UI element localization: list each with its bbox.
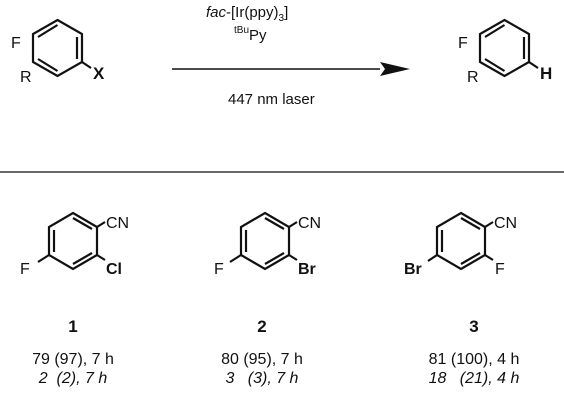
compound-3-number: 3: [469, 317, 478, 336]
compound-2-inner-bond: [264, 217, 285, 230]
additive-base: Py: [249, 27, 267, 44]
compound-1-ring: [47, 211, 99, 271]
compound-3-ortho-label: F: [495, 261, 505, 278]
compound-3-para-label: Br: [404, 261, 422, 278]
catalyst-close: ]: [284, 4, 288, 21]
reactant-inner-bond: [37, 58, 59, 72]
reactant-inner-bond: [37, 24, 59, 38]
compound-2-bond-cn: [288, 221, 298, 228]
reaction-arrow-head: [380, 62, 410, 76]
product-benzene-ring: [478, 18, 531, 78]
product-h-label: H: [540, 64, 552, 83]
compound-1-bond-cn: [96, 221, 106, 228]
additive-label: tBuPy: [234, 25, 267, 44]
catalyst-prefix: fac: [206, 4, 227, 21]
catalyst-body: -[Ir(ppy): [226, 4, 279, 21]
compound-3-bond-ortho: [484, 254, 494, 261]
compound-2-inner-bond: [264, 252, 285, 265]
compound-2-yield-control: 3 (3), 7 h: [226, 370, 299, 387]
compound-2-nitrile-label: CN: [298, 215, 321, 232]
compound-1-inner-bond: [72, 252, 93, 265]
compound-1-para-label: F: [20, 261, 30, 278]
compound-3-ring: [435, 211, 487, 271]
additive-superscript: tBu: [234, 25, 249, 36]
product-bond-to-h: [528, 61, 539, 69]
reactant-x-label: X: [93, 64, 105, 83]
compound-1-number: 1: [68, 317, 77, 336]
reactant-structure: [31, 18, 92, 78]
compound-3-structure: [427, 211, 494, 271]
compound-1-bond-ortho: [96, 254, 106, 261]
compound-3-yield-control: 18 (21), 4 h: [429, 370, 520, 387]
compound-2-structure: [229, 211, 298, 271]
compound-2-bond-ortho: [288, 254, 298, 261]
reactant-f-label: F: [11, 35, 21, 52]
compound-1-yield-main: 79 (97), 7 h: [32, 351, 114, 368]
compound-1-nitrile-label: CN: [106, 215, 129, 232]
compound-2-ring: [239, 211, 291, 271]
compound-2-number: 2: [257, 317, 266, 336]
product-inner-bond: [484, 58, 506, 72]
reactant-bond-to-x: [81, 61, 92, 69]
compound-2-yield-main: 80 (95), 7 h: [221, 351, 303, 368]
compound-1-ortho-label: Cl: [106, 261, 122, 278]
product-inner-bond: [484, 24, 506, 38]
compound-1-structure: [37, 211, 106, 271]
light-source-label: 447 nm laser: [228, 91, 315, 108]
compound-3-inner-bond: [460, 252, 481, 265]
product-structure: [478, 18, 539, 78]
compound-3-bond-para: [427, 254, 438, 262]
compound-3-nitrile-label: CN: [494, 215, 517, 232]
compound-1-yield-control: 2 (2), 7 h: [38, 370, 108, 387]
compound-3-bond-cn: [484, 221, 494, 228]
compound-3-inner-bond: [460, 217, 481, 230]
product-f-label: F: [458, 35, 468, 52]
reactant-benzene-ring: [31, 18, 84, 78]
compound-3-yield-main: 81 (100), 4 h: [429, 351, 520, 368]
compound-2-ortho-label: Br: [298, 261, 316, 278]
catalyst-subscript: 3: [279, 13, 285, 24]
catalyst-label: fac-[Ir(ppy)3]: [206, 4, 288, 24]
compound-1-inner-bond: [72, 217, 93, 230]
reaction-arrow: [172, 62, 410, 76]
product-r-label: R: [467, 69, 479, 86]
compound-2-bond-para: [229, 254, 242, 263]
reactant-r-label: R: [20, 69, 32, 86]
compound-1-bond-para: [37, 254, 50, 263]
compound-2-para-label: F: [214, 261, 224, 278]
